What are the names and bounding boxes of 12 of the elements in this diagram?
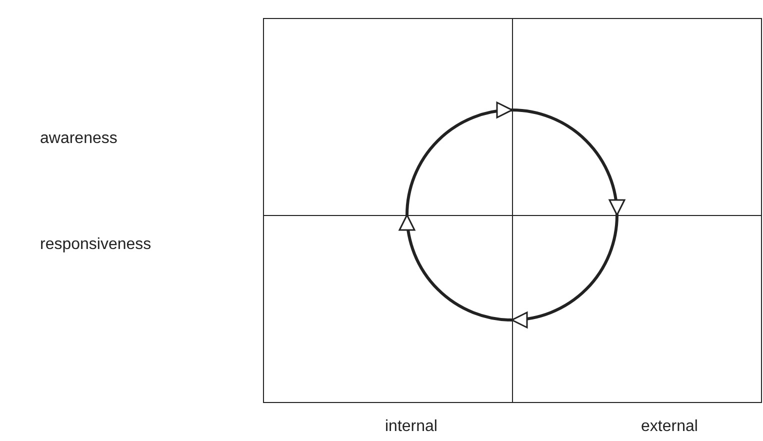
curved-arrow bbox=[406, 102, 513, 216]
curved-arrow bbox=[400, 214, 512, 322]
quadrant-box bbox=[512, 215, 762, 403]
quadrant-box bbox=[512, 18, 762, 216]
column-label: external bbox=[641, 418, 698, 436]
row-label: responsiveness bbox=[40, 236, 152, 254]
column-label: internal bbox=[385, 418, 438, 436]
curved-arrow bbox=[512, 108, 624, 216]
row-label: awareness bbox=[40, 130, 118, 148]
quadrant-box bbox=[263, 18, 513, 216]
quadrant-box bbox=[263, 215, 513, 403]
curved-arrow bbox=[511, 214, 618, 328]
